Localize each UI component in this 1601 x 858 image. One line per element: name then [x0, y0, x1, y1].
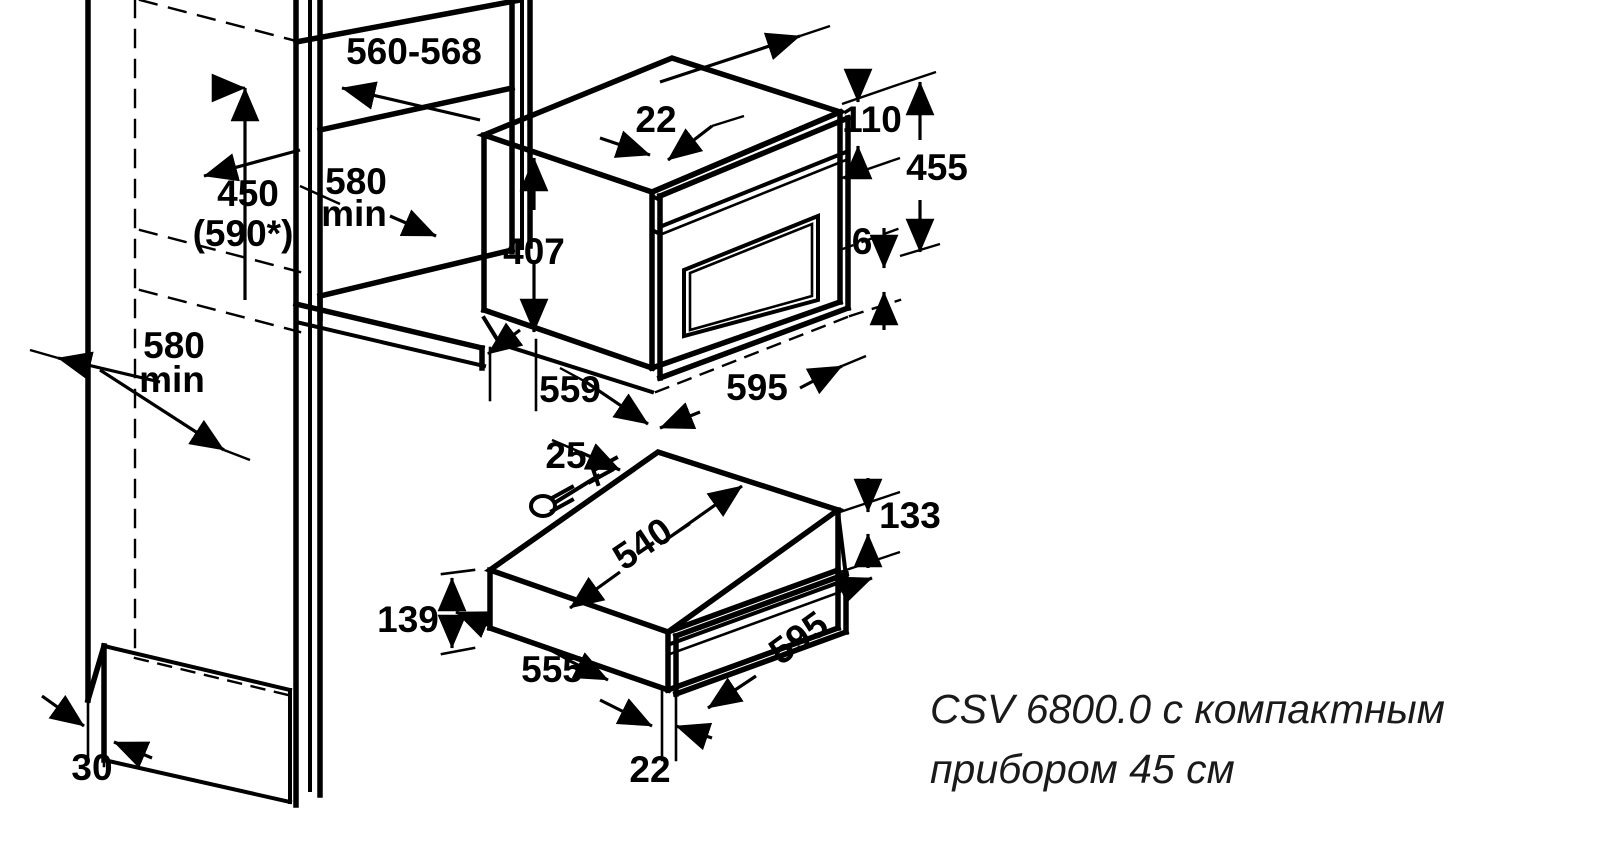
dim-label-oven-front-width: 595	[726, 367, 788, 408]
dim-label-depth-min-top: 580	[325, 161, 387, 202]
dim-oven-top-gap	[599, 114, 745, 162]
dim-drawer-width	[707, 576, 873, 710]
dim-label-niche-height: 450	[217, 173, 279, 214]
oven-appliance	[476, 55, 908, 395]
dim-niche-height	[203, 82, 301, 300]
dim-label-oven-body-depth: 559	[539, 369, 601, 410]
dim-label-oven-front-bottom: 6	[852, 221, 873, 262]
dim-label-drawer-body-depth: 555	[521, 649, 583, 690]
dim-plinth-offset	[41, 692, 153, 769]
dim-label-niche-height-alt: (590*)	[193, 213, 294, 254]
dim-depth-min-bottom	[29, 348, 251, 462]
caption-line-2: прибором 45 см	[930, 746, 1235, 792]
dim-drawer-bottom-gap	[599, 688, 713, 762]
dim-oven-front-top	[841, 68, 901, 180]
dim-label-depth-min-top-unit: min	[321, 193, 387, 234]
dim-oven-front-height	[899, 70, 941, 258]
dim-label-drawer-gap: 25	[545, 435, 586, 476]
dim-label-depth-min-bottom: 580	[143, 325, 205, 366]
dim-label-oven-front-top: 110	[842, 99, 902, 140]
dim-label-drawer-bottom-gap: 22	[629, 749, 670, 790]
caption-line-1: CSV 6800.0 с компактным	[930, 686, 1445, 732]
dim-label-oven-body-height: 407	[503, 231, 565, 272]
dim-label-oven-front-height: 455	[906, 147, 968, 188]
cabinet-tall-unit	[84, 0, 533, 808]
dim-oven-front-width	[659, 354, 867, 430]
dim-label-drawer-front-height: 133	[879, 495, 941, 536]
dim-drawer-body-depth	[455, 610, 609, 682]
dim-drawer-body-height	[437, 568, 476, 656]
dim-label-plinth-offset: 30	[71, 747, 112, 788]
dim-label-depth-min-bottom-unit: min	[139, 359, 205, 400]
dim-drawer-front-height	[839, 478, 901, 574]
dim-drawer-inner-depth	[569, 484, 743, 610]
dim-niche-width	[341, 24, 831, 122]
dim-label-drawer-body-height: 139	[377, 599, 439, 640]
dim-label-oven-top-gap: 22	[635, 99, 676, 140]
dim-label-niche-width: 560-568	[346, 31, 482, 72]
dim-oven-body-depth	[487, 322, 649, 426]
dim-depth-min-top	[299, 184, 437, 238]
dim-drawer-gap	[551, 438, 621, 472]
